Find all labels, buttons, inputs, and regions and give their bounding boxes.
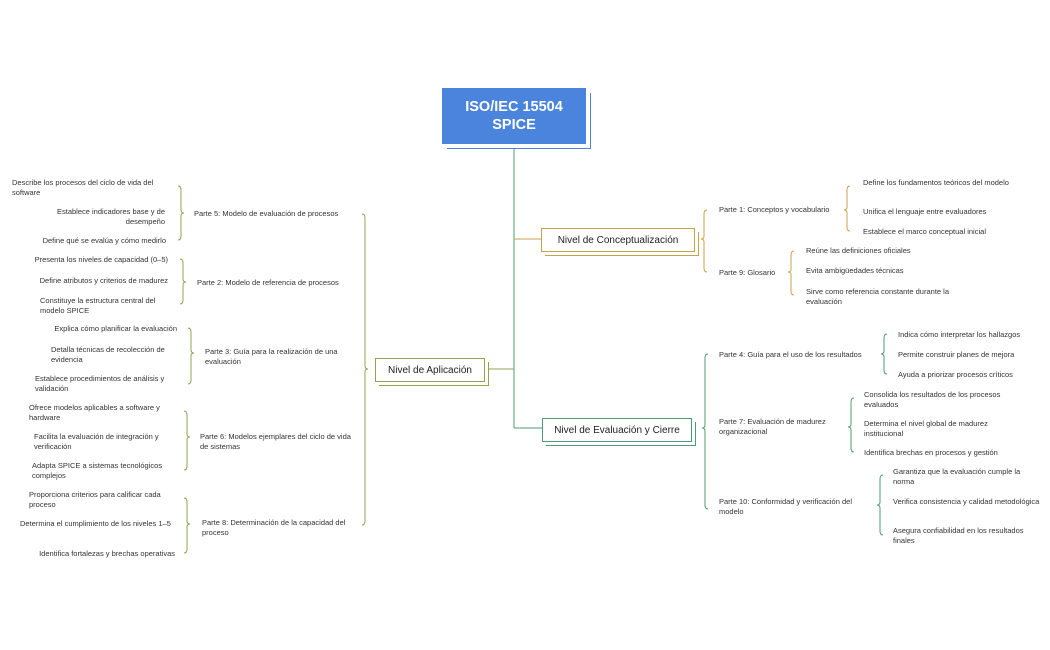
bracket bbox=[177, 185, 185, 241]
leaf-item[interactable]: Adapta SPICE a sistemas tecnológicos com… bbox=[32, 461, 163, 480]
leaf-item[interactable]: Define atributos y criterios de madurez bbox=[39, 276, 168, 285]
leaf-item[interactable]: Unifica el lenguaje entre evaluadores bbox=[863, 207, 987, 216]
leaf-item[interactable]: Define los fundamentos teóricos del mode… bbox=[863, 178, 1009, 187]
leaf-item[interactable]: Garantiza que la evaluación cumple la no… bbox=[893, 467, 1021, 486]
part-label[interactable]: Parte 8: Determinación de la capacidad d… bbox=[202, 518, 346, 537]
leaf-item[interactable]: Ofrece modelos aplicables a software y h… bbox=[29, 403, 160, 422]
leaf-item[interactable]: Sirve como referencia constante durante … bbox=[806, 287, 949, 306]
node-aplicacion-label: Nivel de Aplicación bbox=[388, 364, 472, 376]
node-evaluacion[interactable]: Nivel de Evaluación y Cierre bbox=[542, 418, 692, 442]
node-conceptualizacion[interactable]: Nivel de Conceptualización bbox=[541, 228, 695, 252]
part-label[interactable]: Parte 7: Evaluación de madurez organizac… bbox=[719, 417, 826, 436]
leaf-item[interactable]: Evita ambigüedades técnicas bbox=[806, 266, 904, 275]
bracket bbox=[183, 497, 191, 554]
node-aplicacion[interactable]: Nivel de Aplicación bbox=[375, 358, 485, 382]
bracket bbox=[700, 209, 708, 273]
part-label[interactable]: Parte 6: Modelos ejemplares del ciclo de… bbox=[200, 432, 351, 451]
leaf-item[interactable]: Establece el marco conceptual inicial bbox=[863, 227, 986, 236]
leaf-item[interactable]: Establece procedimientos de análisis y v… bbox=[35, 374, 165, 393]
bracket bbox=[847, 397, 855, 453]
leaf-item[interactable]: Reúne las definiciones oficiales bbox=[806, 246, 911, 255]
bracket bbox=[880, 333, 888, 375]
part-label[interactable]: Parte 4: Guía para el uso de los resulta… bbox=[719, 350, 862, 359]
leaf-item[interactable]: Consolida los resultados de los procesos… bbox=[864, 390, 1001, 409]
root-title-line1: ISO/IEC 15504 bbox=[465, 99, 563, 115]
leaf-item[interactable]: Proporciona criterios para calificar cad… bbox=[29, 490, 161, 509]
leaf-item[interactable]: Explica cómo planificar la evaluación bbox=[54, 324, 177, 333]
bracket bbox=[179, 258, 187, 305]
leaf-item[interactable]: Asegura confiabilidad en los resultados … bbox=[893, 526, 1024, 545]
leaf-item[interactable]: Establece indicadores base y de desempeñ… bbox=[57, 207, 165, 226]
bracket bbox=[843, 185, 851, 232]
bracket bbox=[183, 410, 191, 471]
bracket bbox=[187, 327, 195, 385]
part-label[interactable]: Parte 9: Glosario bbox=[719, 268, 776, 277]
leaf-item[interactable]: Identifica fortalezas y brechas operativ… bbox=[39, 549, 175, 558]
leaf-item[interactable]: Describe los procesos del ciclo de vida … bbox=[12, 178, 154, 197]
node-conceptualizacion-label: Nivel de Conceptualización bbox=[557, 234, 679, 246]
leaf-item[interactable]: Presenta los niveles de capacidad (0–5) bbox=[34, 255, 168, 264]
bracket bbox=[876, 474, 884, 536]
leaf-item[interactable]: Determina el nivel global de madurez ins… bbox=[864, 419, 988, 438]
leaf-item[interactable]: Indica cómo interpretar los hallazgos bbox=[898, 330, 1021, 339]
leaf-item[interactable]: Ayuda a priorizar procesos críticos bbox=[898, 370, 1013, 379]
leaf-item[interactable]: Verifica consistencia y calidad metodoló… bbox=[893, 497, 1040, 506]
node-evaluacion-label: Nivel de Evaluación y Cierre bbox=[554, 424, 680, 436]
leaf-item[interactable]: Constituye la estructura central del mod… bbox=[40, 296, 156, 315]
bracket bbox=[701, 353, 709, 510]
leaf-item[interactable]: Define qué se evalúa y cómo medirlo bbox=[42, 236, 166, 245]
leaf-item[interactable]: Identifica brechas en procesos y gestión bbox=[864, 448, 998, 457]
part-label[interactable]: Parte 10: Conformidad y verificación del… bbox=[719, 497, 852, 516]
root-title-line2: SPICE bbox=[492, 117, 536, 133]
leaf-item[interactable]: Facilita la evaluación de integración y … bbox=[34, 432, 159, 451]
part-label[interactable]: Parte 3: Guía para la realización de una… bbox=[205, 347, 338, 366]
leaf-item[interactable]: Detalla técnicas de recolección de evide… bbox=[51, 345, 165, 364]
bracket bbox=[361, 213, 369, 526]
part-label[interactable]: Parte 2: Modelo de referencia de proceso… bbox=[197, 278, 339, 287]
part-label[interactable]: Parte 5: Modelo de evaluación de proceso… bbox=[194, 209, 339, 218]
leaf-item[interactable]: Permite construir planes de mejora bbox=[898, 350, 1015, 359]
leaf-item[interactable]: Determina el cumplimiento de los niveles… bbox=[20, 519, 171, 528]
part-label[interactable]: Parte 1: Conceptos y vocabulario bbox=[719, 205, 830, 214]
